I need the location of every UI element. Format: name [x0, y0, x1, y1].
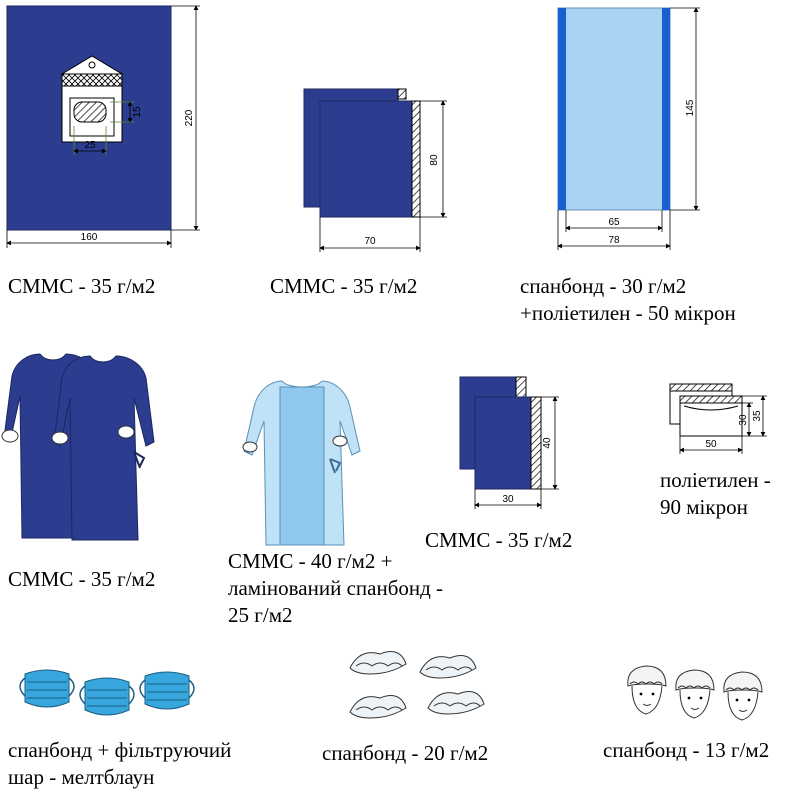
- dim-pair70-width: 70: [364, 236, 376, 247]
- dim-window-height: 15: [132, 106, 143, 118]
- gowns-dark-figure: [1, 353, 155, 541]
- item-bags: 30 35 50: [660, 378, 775, 458]
- gown-light-figure: [242, 380, 361, 546]
- cap-head-3: [723, 671, 763, 721]
- caption-gown-light: СММС - 40 г/м2 + ламінований спанбонд - …: [228, 549, 444, 627]
- mask-1: [19, 669, 75, 708]
- caption-drape-window: СММС - 35 г/м2: [8, 274, 156, 298]
- caption-drape-pair-30: СММС - 35 г/м2: [425, 528, 573, 552]
- shoe-cover-2: [419, 655, 477, 679]
- outer-dim-lines: [6, 5, 200, 248]
- caption-drape-pair-70: СММС - 35 г/м2: [270, 274, 418, 298]
- dim-cover-height: 145: [685, 99, 696, 116]
- item-masks: [15, 662, 200, 722]
- drape-pair-70-figure: 80 70: [303, 88, 447, 252]
- masks-figure: [19, 669, 195, 716]
- dim-drape-width: 160: [81, 232, 98, 243]
- item-gown-light: [240, 375, 365, 550]
- shoe-cover-4: [427, 691, 485, 715]
- dim-cover-inner-width: 65: [608, 217, 620, 228]
- dim-pair30-height: 40: [542, 437, 553, 449]
- window-dim-lines: [73, 101, 134, 155]
- item-drape-pair-70: 80 70: [295, 80, 465, 260]
- bags-figure: 30 35 50: [669, 383, 767, 454]
- item-drape-window: 15 25 220 160: [0, 0, 210, 260]
- item-shoe-covers: [330, 638, 490, 733]
- mask-2: [79, 677, 135, 716]
- dim-cover-outer-width: 78: [608, 235, 620, 246]
- item-gowns-dark: [0, 348, 175, 548]
- dim-pair70-height: 80: [429, 154, 440, 166]
- dim-bag-width: 50: [705, 439, 717, 450]
- mask-3: [139, 671, 195, 710]
- cap-head-2: [675, 669, 715, 719]
- item-drape-pair-30: 40 30: [455, 372, 565, 512]
- caption-masks: спанбонд + фільтруючий шар - мелтблаун: [8, 738, 232, 789]
- dim-window-width: 25: [84, 140, 96, 151]
- cover-145-figure: 145 65 78: [557, 7, 700, 250]
- caps-figure: [627, 665, 763, 721]
- shoe-cover-3: [349, 695, 407, 719]
- caption-caps: спанбонд - 13 г/м2: [603, 738, 770, 762]
- dim-pair30-width: 30: [502, 494, 514, 505]
- shoe-cover-1: [349, 651, 407, 675]
- drape-pair-30-figure: 40 30: [459, 376, 559, 509]
- dim-drape-height: 220: [184, 109, 195, 126]
- caption-shoe-covers: спанбонд - 20 г/м2: [322, 741, 489, 765]
- gown-front: [51, 355, 155, 541]
- item-cover-145: 145 65 78: [550, 0, 710, 255]
- dim-bag-height-inner: 30: [738, 414, 749, 426]
- item-caps: [620, 662, 780, 727]
- caption-cover-145: спанбонд - 30 г/м2 +поліетилен - 50 мікр…: [520, 274, 736, 325]
- caption-gowns-dark: СММС - 35 г/м2: [8, 567, 156, 591]
- cap-head-1: [627, 665, 667, 715]
- dim-bag-height-outer: 35: [752, 410, 763, 422]
- caption-bags: поліетилен - 90 мікрон: [660, 468, 771, 519]
- shoe-covers-figure: [349, 651, 485, 719]
- drape-window-figure: 15 25 220 160: [6, 5, 200, 248]
- window-frame: [60, 55, 124, 143]
